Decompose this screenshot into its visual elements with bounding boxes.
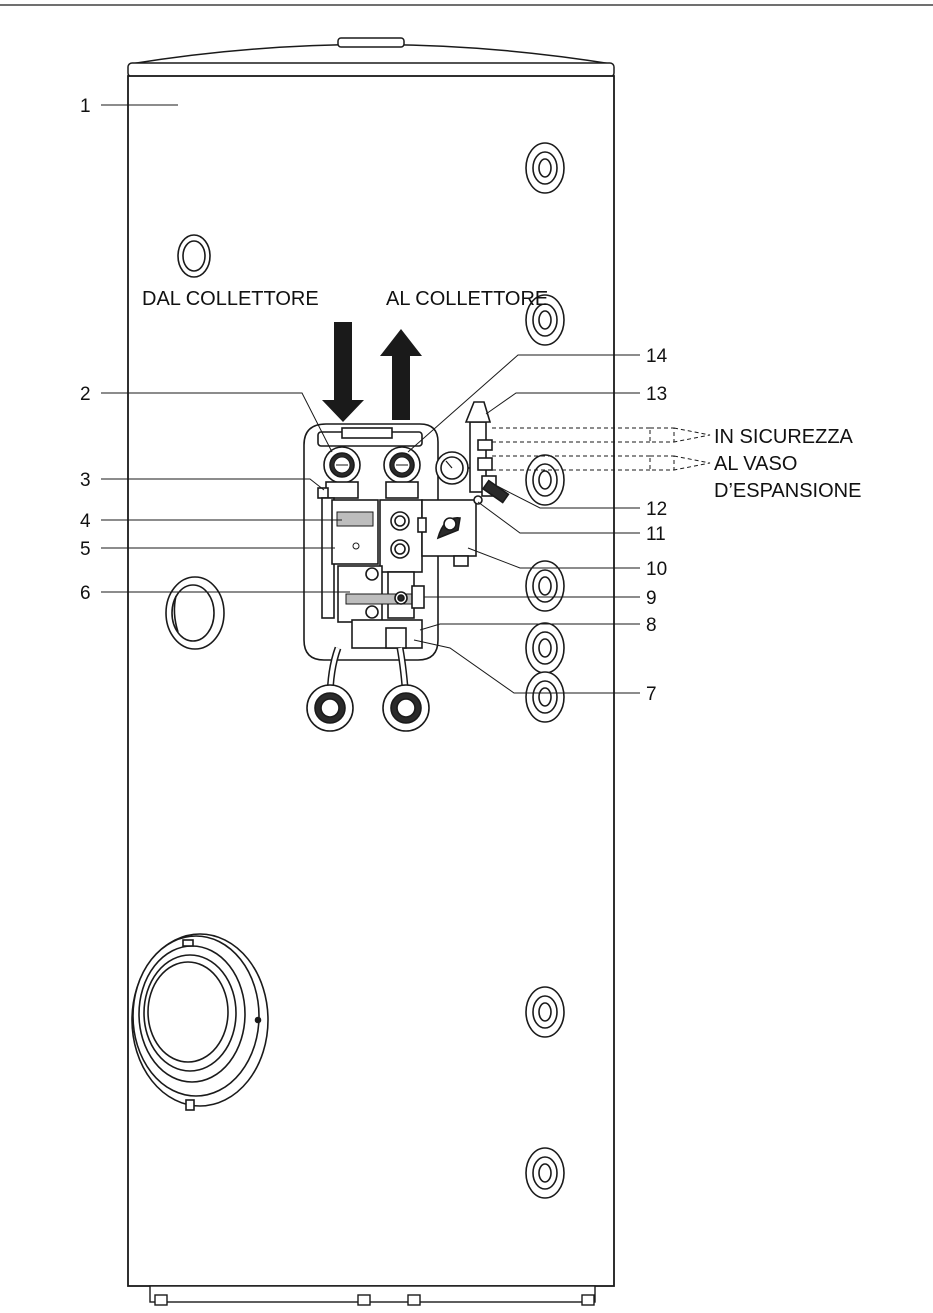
callout-7: 7 xyxy=(646,684,657,705)
bottom-connections xyxy=(306,684,430,732)
controller-box xyxy=(331,499,379,565)
callout-12: 12 xyxy=(646,499,667,520)
callout-1: 1 xyxy=(80,96,91,117)
callout-9: 9 xyxy=(646,588,657,609)
label-to-safety: IN SICUREZZA xyxy=(714,426,854,448)
callout-13: 13 xyxy=(646,384,667,405)
safety-group xyxy=(435,401,510,505)
inflow-arrow xyxy=(322,322,364,422)
callout-14: 14 xyxy=(646,346,668,367)
outflow-arrow xyxy=(380,329,422,420)
leader-lines xyxy=(101,104,640,694)
pump-station xyxy=(303,423,439,701)
dashed-outlets xyxy=(492,427,711,471)
thermometer-left xyxy=(323,446,361,484)
expansion-connection-kit xyxy=(417,499,477,567)
tank-lid xyxy=(127,37,615,78)
inspection-flange xyxy=(131,933,269,1111)
callout-5: 5 xyxy=(80,539,91,560)
label-from-collector: DAL COLLETTORE xyxy=(142,288,319,310)
label-to-expansion-2: D’ESPANSIONE xyxy=(714,480,861,502)
callout-2: 2 xyxy=(80,384,91,405)
callout-8: 8 xyxy=(646,615,657,636)
callout-6: 6 xyxy=(80,583,91,604)
callout-11: 11 xyxy=(646,524,666,545)
label-to-collector: AL COLLETTORE xyxy=(386,288,548,310)
front-fitting-small xyxy=(177,234,211,278)
callout-4: 4 xyxy=(80,511,91,532)
label-to-expansion-1: AL VASO xyxy=(714,453,797,475)
callout-3: 3 xyxy=(80,470,91,491)
tank-base xyxy=(149,1285,596,1306)
auxiliary-port xyxy=(165,576,225,650)
callout-10: 10 xyxy=(646,559,667,580)
thermometer-right xyxy=(383,446,421,484)
